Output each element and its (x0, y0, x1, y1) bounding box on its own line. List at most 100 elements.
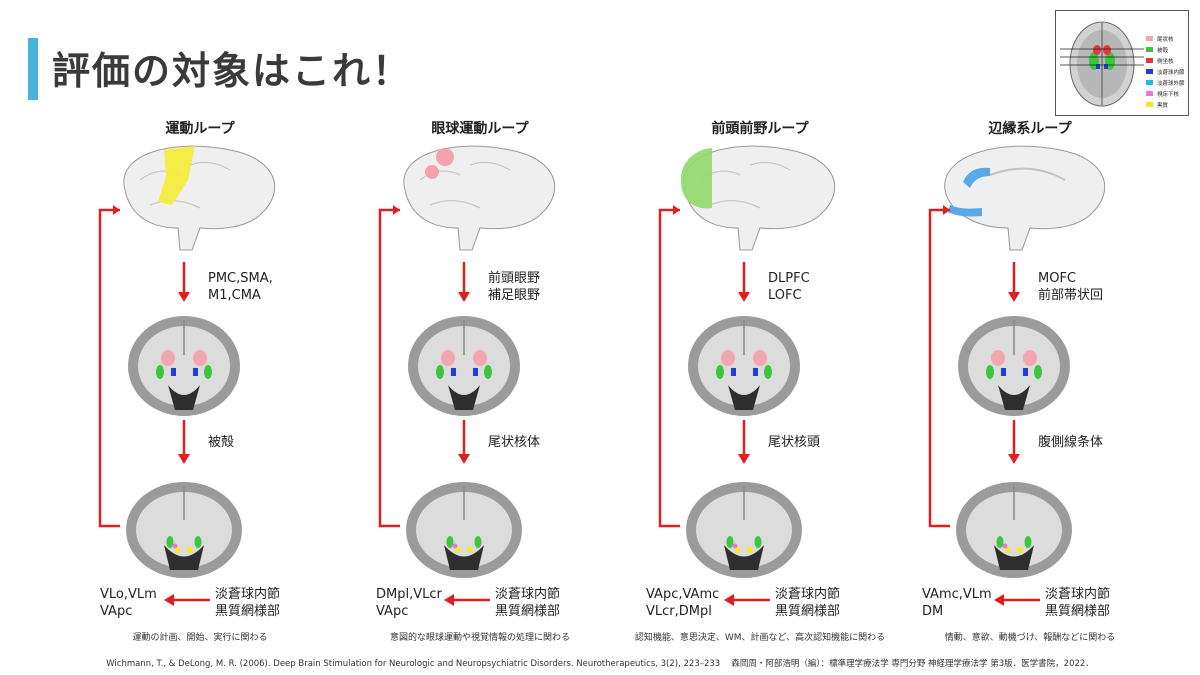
legend-label: 側坐核 (1157, 58, 1174, 65)
lateral-brain-image (680, 145, 836, 251)
output-nuclei-label: 淡蒼球内節 黒質網様部 (775, 586, 840, 620)
striatum-label: 尾状核頭 (768, 435, 821, 450)
lateral-brain-image (403, 145, 556, 251)
feedback-arrowhead (943, 205, 950, 215)
arrowhead (164, 594, 174, 606)
loop-diagram (658, 145, 836, 606)
output-label-line: 黒質網様部 (215, 604, 281, 619)
arrowhead (444, 594, 454, 606)
loop-diagram (928, 145, 1106, 606)
legend-label: 黒質 (1157, 102, 1169, 109)
striatum-label: 被殻 (208, 435, 235, 450)
output-label-line: 淡蒼球内節 (775, 587, 841, 602)
coronal-brain-image-2 (126, 482, 242, 578)
striatum-label: 腹側線条体 (1038, 435, 1104, 450)
oculomotor-loop-column: 眼球運動ループ (340, 110, 620, 650)
cortex-region-highlight (436, 148, 454, 166)
coronal-brain-image-1 (688, 316, 800, 416)
legend-swatch (1146, 36, 1153, 41)
arrowhead (738, 292, 750, 302)
legend-label: 淡蒼球外節 (1157, 80, 1185, 87)
thalamus-label: VAmc,VLm DM (922, 586, 992, 620)
coronal-brain-image-2 (956, 482, 1072, 578)
feedback-arrow (378, 208, 400, 528)
feedback-arrowhead (393, 205, 400, 215)
cortex-label-line: DLPFC (768, 271, 810, 286)
coronal-brain-image-1 (958, 316, 1070, 416)
striatum-label: 尾状核体 (488, 435, 541, 450)
arrowhead (994, 594, 1004, 606)
legend-item: 視床下核 (1146, 88, 1185, 99)
thalamus-label-line: VLo,VLm (100, 587, 157, 602)
cortex-region-highlight (948, 205, 982, 217)
legend-item: 黒質 (1146, 99, 1185, 110)
cortex-label-line: M1,CMA (208, 288, 261, 303)
axial-brain-icon (1060, 21, 1144, 107)
arrowhead (1008, 292, 1020, 302)
legend-label: 被殻 (1157, 47, 1169, 54)
output-label-line: 黒質網様部 (775, 604, 841, 619)
output-nuclei-label: 淡蒼球内節 黒質網様部 (215, 586, 280, 620)
title-accent-bar (28, 38, 38, 100)
cortex-label-line: 補足眼野 (488, 288, 541, 303)
legend-item: 側坐核 (1146, 55, 1185, 66)
arrowhead (458, 292, 470, 302)
cortex-region-highlight (425, 165, 439, 179)
thalamus-label-line: VLcr,DMpl (646, 604, 712, 619)
loop-diagram (98, 145, 276, 606)
output-label-line: 黒質網様部 (1045, 604, 1111, 619)
limbic-loop-column: 辺縁系ループ (890, 110, 1170, 650)
feedback-arrow (658, 208, 680, 528)
cortex-label: PMC,SMA, M1,CMA (208, 270, 273, 304)
thalamus-label-line: VApc,VAmc (646, 587, 720, 602)
arrowhead (458, 454, 470, 464)
cortex-label: DLPFC LOFC (768, 270, 810, 304)
legend-item: 淡蒼球内節 (1146, 66, 1185, 77)
cortex-region-highlight (963, 167, 990, 188)
legend-list: 尾状核 被殻 側坐核 淡蒼球内節 淡蒼球外節 視床下核 黒質 (1146, 33, 1185, 110)
thalamus-label-line: DM (922, 604, 944, 619)
thalamus-label-line: VApc (376, 604, 409, 619)
loop-description: 認知機能、意思決定、WM、計画など、高次認知機能に関わる (634, 633, 886, 643)
cortex-label: MOFC 前部帯状回 (1038, 270, 1103, 304)
feedback-arrowhead (113, 205, 120, 215)
coronal-brain-image-1 (128, 316, 240, 416)
thalamus-label: DMpl,VLcr VApc (376, 586, 442, 620)
thalamus-label: VLo,VLm VApc (100, 586, 157, 620)
loop-title: 前頭前野ループ (711, 121, 809, 137)
coronal-brain-image-1 (408, 316, 520, 416)
arrowhead (178, 454, 190, 464)
motor-loop-column: 運動ループ (60, 110, 340, 650)
cortex-label-line: 前部帯状回 (1038, 288, 1104, 303)
lateral-brain-image (123, 145, 276, 251)
loop-title: 辺縁系ループ (988, 121, 1072, 137)
thalamus-label-line: VApc (100, 604, 133, 619)
output-label-line: 黒質網様部 (495, 604, 561, 619)
thalamus-label: VApc,VAmc VLcr,DMpl (646, 586, 719, 620)
legend-label: 視床下核 (1157, 91, 1180, 98)
page-title: 評価の対象はこれ！ (52, 49, 413, 93)
citation-footer: Wichmann, T., & DeLong, M. R. (2006). De… (106, 659, 1094, 669)
legend-swatch (1146, 80, 1153, 85)
arrowhead (724, 594, 734, 606)
legend-panel: 尾状核 被殻 側坐核 淡蒼球内節 淡蒼球外節 視床下核 黒質 (1055, 10, 1189, 116)
legend-item: 尾状核 (1146, 33, 1185, 44)
loop-title: 眼球運動ループ (431, 121, 529, 137)
feedback-arrowhead (673, 205, 680, 215)
output-label-line: 淡蒼球内節 (495, 587, 561, 602)
loop-description: 運動の計画、開始、実行に関わる (132, 633, 268, 643)
legend-swatch (1146, 69, 1153, 74)
legend-label: 尾状核 (1157, 36, 1174, 43)
prefrontal-loop-column: 前頭前野ループ (620, 110, 900, 650)
loop-diagram (378, 145, 556, 606)
cortex-label-line: 前頭眼野 (488, 271, 541, 286)
output-nuclei-label: 淡蒼球内節 黒質網様部 (1045, 586, 1110, 620)
thalamus-label-line: DMpl,VLcr (376, 587, 442, 602)
cortex-region-highlight (158, 146, 195, 205)
legend-swatch (1146, 47, 1153, 52)
loop-description: 意図的な眼球運動や視覚情報の処理に関わる (389, 633, 570, 643)
output-label-line: 淡蒼球内節 (215, 587, 281, 602)
thalamus-label-line: VAmc,VLm (922, 587, 992, 602)
cortex-label-line: MOFC (1038, 271, 1077, 286)
legend-label: 淡蒼球内節 (1157, 69, 1185, 76)
